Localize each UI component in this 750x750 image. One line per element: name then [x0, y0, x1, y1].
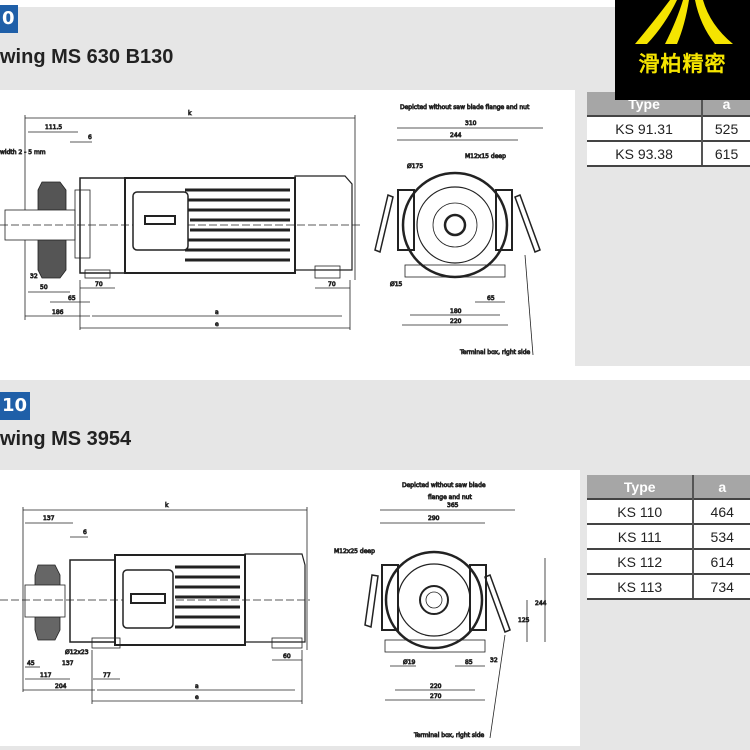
dim-label: 6 [83, 529, 87, 536]
table-cell: KS 91.31 [587, 115, 704, 141]
dim-e: e [195, 694, 199, 701]
dim-label: 32 [30, 273, 38, 280]
thread-note: M12x25 deep [334, 548, 375, 555]
dim-label: 32 [490, 657, 498, 664]
dim-label: 180 [450, 308, 462, 315]
dim-label: 220 [430, 683, 442, 690]
table-cell: KS 111 [587, 523, 695, 549]
table-cell: 464 [693, 498, 750, 524]
section-number-badge: 0 [0, 5, 18, 33]
logo-text: 滑柏精密 [638, 52, 727, 76]
dim-label: Ø12x23 [65, 649, 89, 656]
table-cell: KS 112 [587, 548, 695, 574]
section-title: wing MS 3954 [0, 428, 132, 450]
dim-e: e [215, 321, 219, 328]
table-cell: 525 [702, 115, 750, 141]
table-cell: 615 [702, 140, 750, 167]
dim-label: 137 [62, 660, 74, 667]
table-cell: 734 [693, 573, 750, 600]
blade-width-note: width 2 - 5 mm [0, 149, 46, 156]
table-cell: KS 110 [587, 498, 695, 524]
dim-a: a [215, 309, 219, 316]
dim-label: 77 [103, 672, 111, 679]
dim-label: 70 [328, 281, 336, 288]
dim-k: k [165, 502, 169, 509]
dim-label: 111.5 [45, 124, 62, 131]
section-number-badge: 10 [0, 392, 31, 420]
dim-label: 290 [428, 515, 440, 522]
dim-label: 365 [447, 502, 459, 509]
dim-label: 60 [283, 653, 291, 660]
dim-k: k [188, 110, 192, 117]
dim-label: 50 [40, 284, 48, 291]
side-view-note: Depicted without saw blade flange and nu… [400, 104, 530, 111]
dim-label: 244 [450, 132, 462, 139]
dim-label: 125 [518, 617, 530, 624]
watermark-logo: 滑柏精密 [615, 0, 750, 100]
page-top-margin [0, 0, 750, 7]
dim-label: 65 [487, 295, 495, 302]
table-cell: KS 113 [587, 573, 695, 600]
dim-label: 117 [40, 672, 52, 679]
dim-label: 70 [95, 281, 103, 288]
terminal-box-note: Terminal box, right side [413, 732, 485, 739]
table-cell: KS 93.38 [587, 140, 704, 167]
dim-label: 65 [68, 295, 76, 302]
dim-a: a [195, 683, 199, 690]
logo-mark-icon [635, 0, 733, 44]
dim-label: Ø15 [390, 281, 403, 288]
dim-label: 186 [52, 309, 64, 316]
side-view-note: Depicted without saw blade [402, 482, 486, 489]
section-title: wing MS 630 B130 [0, 46, 174, 68]
dim-label: 244 [535, 600, 547, 607]
terminal-box-note: Terminal box, right side [459, 349, 531, 356]
table-cell: 534 [693, 523, 750, 549]
dim-label: 6 [88, 134, 92, 141]
drawing-ms630: k 111.5 6 width 2 - 5 mm 70 70 32 50 65 … [0, 90, 575, 366]
side-view-note: flange and nut [428, 494, 472, 501]
table-cell: 614 [693, 548, 750, 574]
column-header-type: Type [587, 475, 695, 499]
dim-label: Ø175 [407, 163, 423, 170]
column-header-a: a [693, 475, 750, 499]
thread-note: M12x15 deep [465, 153, 506, 160]
dim-label: 45 [27, 660, 35, 667]
dim-label: Ø19 [403, 659, 416, 666]
drawing-ms3954: k 137 6 60 Ø12x23 45 137 117 77 204 a e … [0, 470, 580, 746]
section-divider [0, 366, 750, 380]
dim-label: 85 [465, 659, 473, 666]
dim-label: 137 [43, 515, 55, 522]
dim-label: 220 [450, 318, 462, 325]
dim-label: 204 [55, 683, 67, 690]
dim-label: 270 [430, 693, 442, 700]
dim-label: 310 [465, 120, 477, 127]
